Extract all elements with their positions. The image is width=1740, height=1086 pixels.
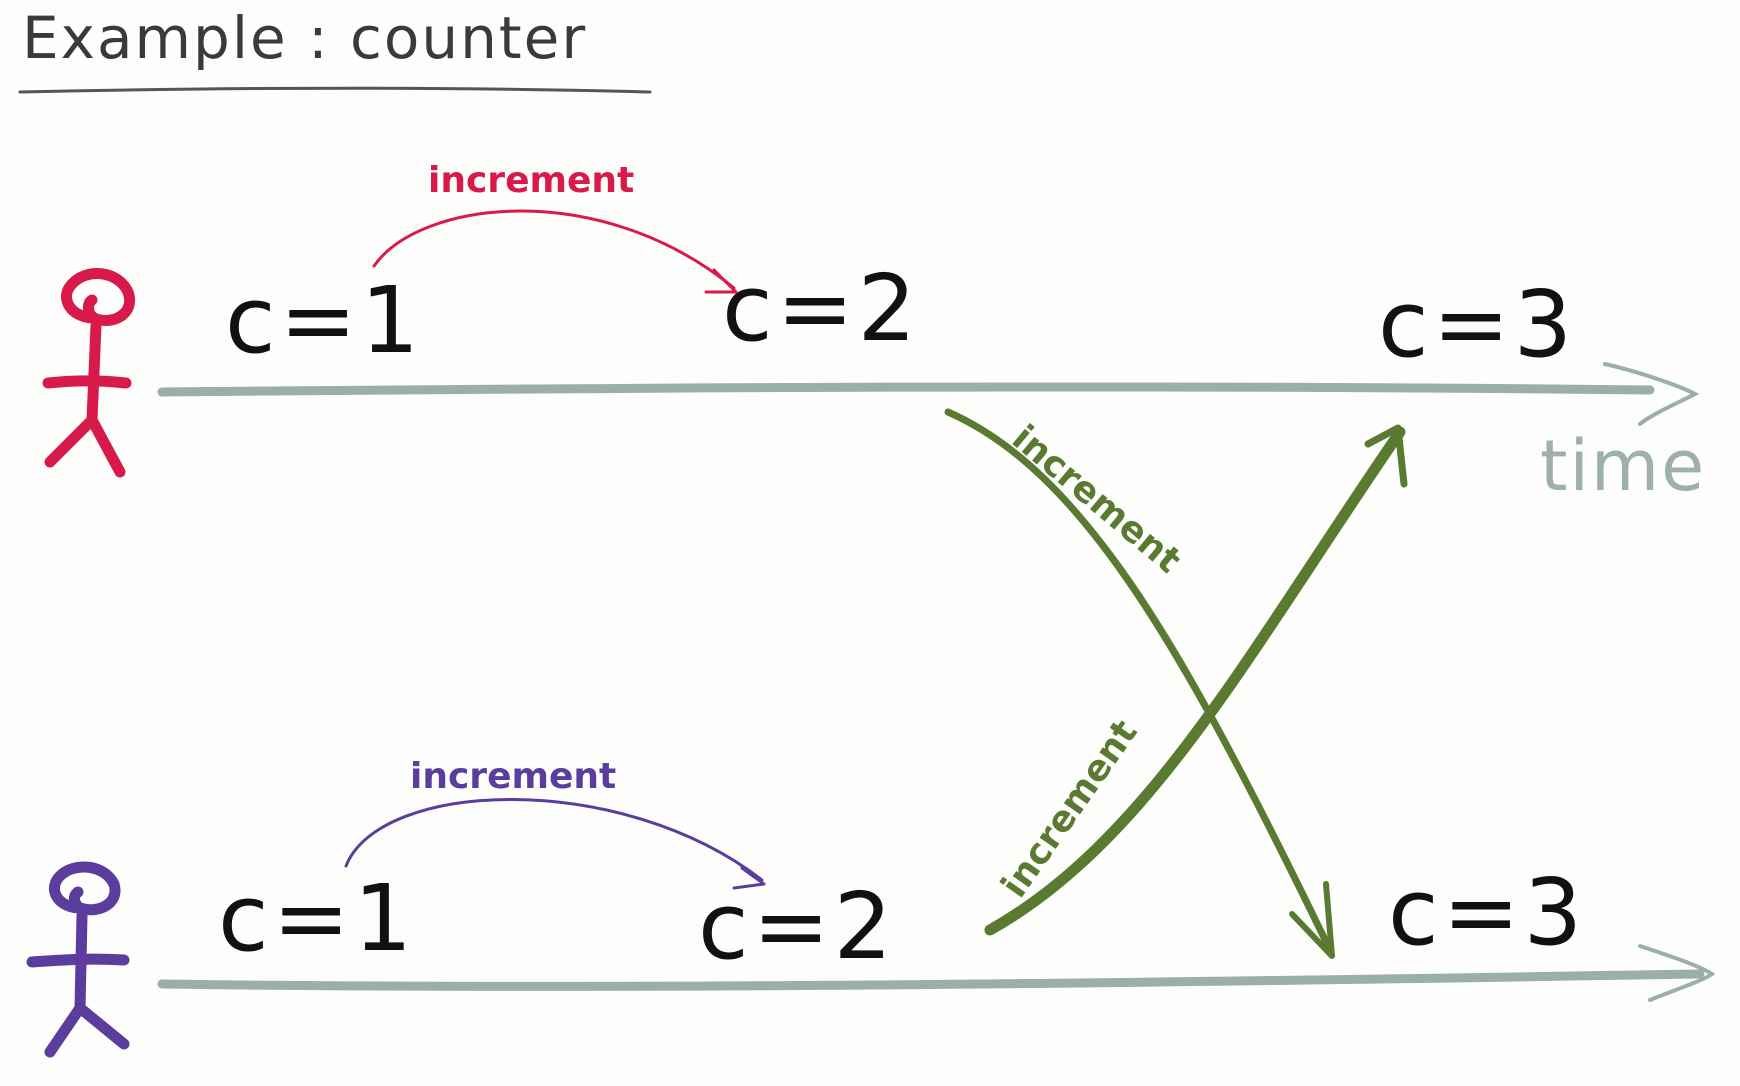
user-a-stick-figure bbox=[42, 268, 136, 478]
user-a-increment-arrow bbox=[372, 209, 736, 290]
user-a-timeline bbox=[157, 382, 1655, 397]
user-a-increment-label: increment bbox=[428, 160, 634, 201]
sync-a-to-b-arrow-stroke bbox=[953, 412, 1328, 948]
user-b-timeline bbox=[157, 969, 1705, 991]
title-underline bbox=[18, 86, 652, 94]
user-a-state-1: c=1 bbox=[225, 267, 423, 374]
sync-a-to-b-arrowhead bbox=[1289, 881, 1335, 959]
user-a-timeline-arrowhead bbox=[1603, 362, 1700, 426]
user-b-stick-figure bbox=[26, 861, 130, 1058]
user-b-increment-arrow bbox=[344, 798, 764, 882]
time-axis-label: time bbox=[1540, 425, 1706, 507]
user-b-timeline-arrowhead bbox=[1638, 944, 1716, 1002]
user-b-state-3: c=3 bbox=[1388, 859, 1586, 966]
user-a-state-2: c=2 bbox=[722, 255, 920, 362]
user-b-increment-label: increment bbox=[410, 756, 616, 797]
user-b-increment-arrowhead bbox=[732, 866, 766, 890]
sync-b-to-a-arrow bbox=[984, 426, 1406, 936]
sync-b-to-a-arrowhead bbox=[1364, 424, 1408, 488]
user-b-state-2: c=2 bbox=[698, 873, 896, 980]
user-a-increment-arrowhead bbox=[704, 268, 738, 294]
sync-a-to-b-label: increment bbox=[1004, 417, 1188, 581]
diagram-title: Example : counter bbox=[22, 4, 587, 72]
user-b-state-1: c=1 bbox=[218, 865, 416, 972]
user-a-state-3: c=3 bbox=[1378, 271, 1576, 378]
